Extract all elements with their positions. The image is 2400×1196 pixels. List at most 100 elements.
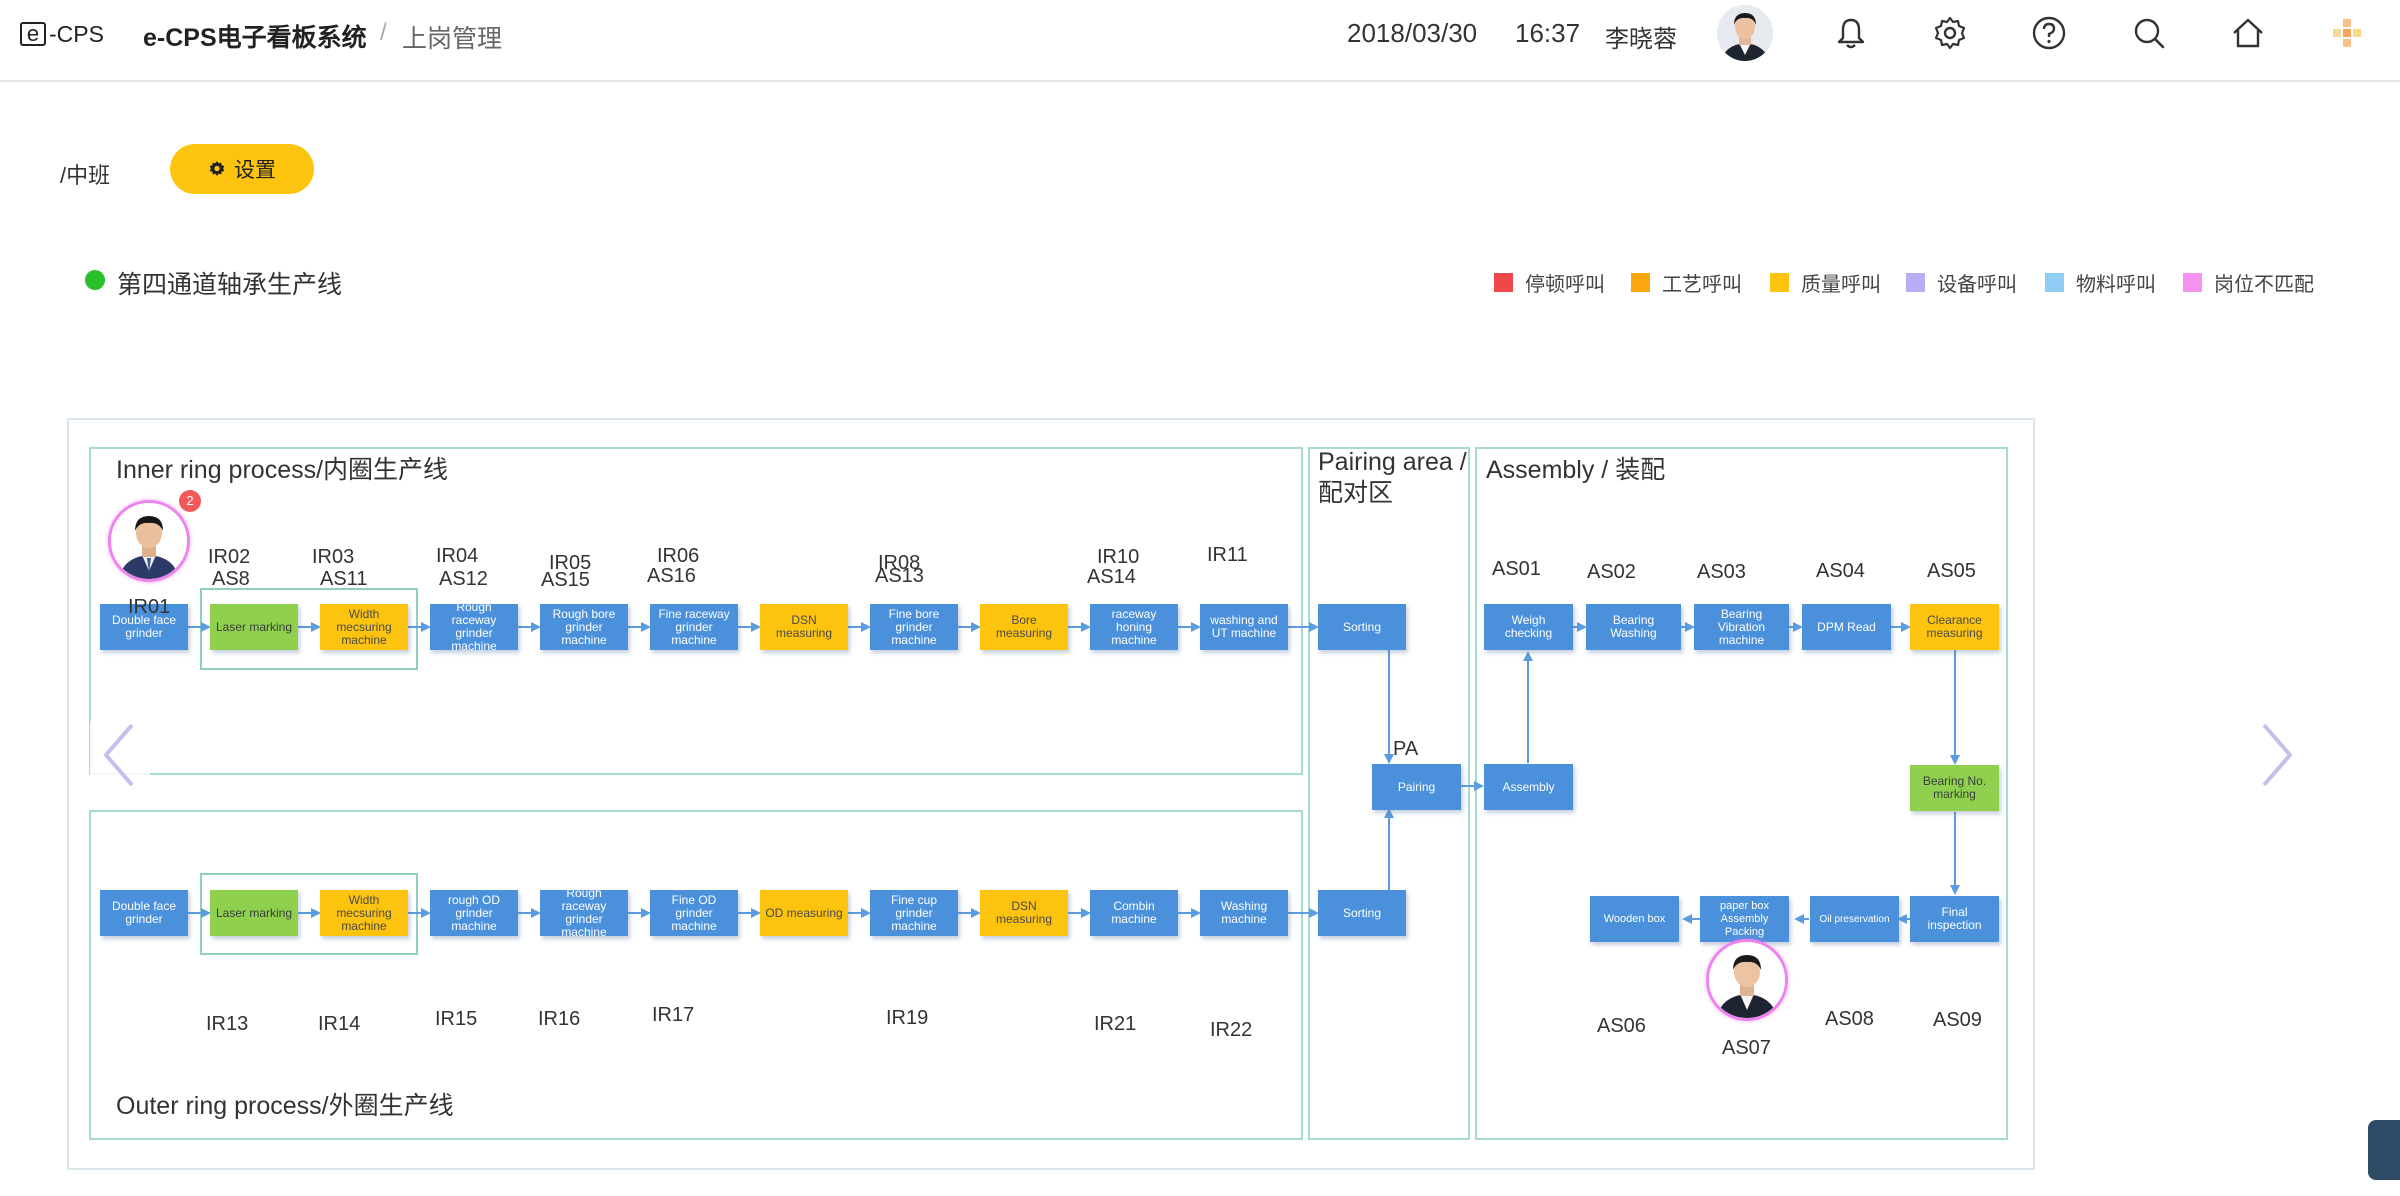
legend-item-quality-call: 质量呼叫 <box>1770 270 1881 296</box>
legend-swatch <box>1494 272 1513 292</box>
inner-rough-bore-grinder[interactable]: Rough bore grinder machine <box>540 604 628 650</box>
line-status-dot <box>85 270 105 290</box>
station-ir22: IR22 <box>1210 1019 1253 1041</box>
station-as8: AS8 <box>212 568 250 590</box>
station-ir15: IR15 <box>435 1008 478 1030</box>
station-ir14: IR14 <box>318 1013 361 1035</box>
help-icon[interactable] <box>2030 14 2068 52</box>
next-arrow-icon[interactable] <box>2246 715 2306 795</box>
home-icon[interactable] <box>2229 14 2267 52</box>
operator-avatar-inner[interactable] <box>108 500 190 582</box>
final-inspection[interactable]: Final inspection <box>1910 896 1999 942</box>
gear-icon <box>209 161 225 176</box>
clearance-measuring[interactable]: Clearance measuring <box>1910 604 1999 650</box>
station-pa: PA <box>1393 738 1419 760</box>
user-avatar[interactable] <box>1717 5 1773 61</box>
bearing-vibration-machine[interactable]: Bearing Vibration machine <box>1694 604 1789 650</box>
outer-ring-region <box>89 810 1303 1140</box>
legend-swatch <box>2045 272 2064 292</box>
pairing-title: Pairing area /配对区 <box>1318 448 1467 507</box>
outer-rough-raceway-grinder[interactable]: Rough raceway grinder machine <box>540 887 628 939</box>
person-photo-icon <box>1717 5 1773 61</box>
assembly-machine[interactable]: Assembly <box>1484 764 1573 810</box>
station-as13: AS13 <box>875 565 924 587</box>
inner-ring-title: Inner ring process/内圈生产线 <box>116 456 449 484</box>
pairing-region <box>1308 447 1470 1140</box>
dpm-read[interactable]: DPM Read <box>1802 604 1891 650</box>
legend-label: 工艺呼叫 <box>1662 273 1742 296</box>
legend-label: 设备呼叫 <box>1937 273 2017 296</box>
legend-swatch <box>1906 272 1925 292</box>
station-as16: AS16 <box>647 565 696 587</box>
shift-label: /中班 <box>60 163 111 188</box>
gear-icon[interactable] <box>1931 14 1969 52</box>
inner-rough-raceway-grinder[interactable]: Rough raceway grinder machine <box>430 601 518 653</box>
inner-washing-ut[interactable]: washing and UT machine <box>1200 604 1288 650</box>
user-name[interactable]: 李晓蓉 <box>1605 26 1677 53</box>
outer-rough-od-grinder[interactable]: rough OD grinder machine <box>430 890 518 936</box>
outer-dsn-measuring[interactable]: DSN measuring <box>980 890 1068 936</box>
station-as09: AS09 <box>1933 1009 1982 1031</box>
bearing-no-marking[interactable]: Bearing No. marking <box>1910 765 1999 811</box>
bearing-washing[interactable]: Bearing Washing <box>1586 604 1681 650</box>
pairing-machine[interactable]: Pairing <box>1372 764 1461 810</box>
app-title: e-CPS电子看板系统 <box>143 24 367 52</box>
legend-swatch <box>1631 272 1650 292</box>
outer-double-face-grinder[interactable]: Double face grinder <box>100 890 188 936</box>
outer-od-measuring[interactable]: OD measuring <box>760 890 848 936</box>
wooden-box[interactable]: Wooden box <box>1590 896 1679 942</box>
settings-button[interactable]: 设置 <box>170 144 314 194</box>
breadcrumb-separator: / <box>380 19 387 46</box>
legend-item-post-mismatch: 岗位不匹配 <box>2183 270 2314 296</box>
station-ir11: IR11 <box>1207 544 1248 566</box>
outer-fine-cup-grinder[interactable]: Fine cup grinder machine <box>870 890 958 936</box>
breadcrumb-current-page[interactable]: 上岗管理 <box>402 25 503 53</box>
inner-fine-raceway-grinder[interactable]: Fine raceway grinder machine <box>650 604 738 650</box>
app-logo[interactable]: e -CPS <box>20 18 104 50</box>
top-header: e -CPS e-CPS电子看板系统 / 上岗管理 2018/03/30 16:… <box>0 0 2400 82</box>
oil-preservation[interactable]: Oil preservation <box>1810 896 1899 942</box>
bell-icon[interactable] <box>1832 14 1870 52</box>
station-ir02: IR02 <box>208 546 251 568</box>
station-ir17: IR17 <box>652 1004 695 1026</box>
inner-raceway-honing[interactable]: raceway honing machine <box>1090 604 1178 650</box>
outer-ring-title: Outer ring process/外圈生产线 <box>116 1092 454 1120</box>
inner-bore-measuring[interactable]: Bore measuring <box>980 604 1068 650</box>
station-ir19: IR19 <box>886 1007 929 1029</box>
inner-laser-marking[interactable]: Laser marking <box>210 604 298 650</box>
station-as04: AS04 <box>1816 560 1865 582</box>
legend-label: 停顿呼叫 <box>1525 273 1605 296</box>
station-as01: AS01 <box>1492 558 1541 580</box>
station-as03: AS03 <box>1697 561 1746 583</box>
production-flow-panel <box>67 418 2035 1170</box>
inner-width-measuring[interactable]: Width mecsuring machine <box>320 604 408 650</box>
legend-swatch <box>1770 272 1789 292</box>
station-ir03: IR03 <box>312 546 355 568</box>
outer-sorting[interactable]: Sorting <box>1318 890 1406 936</box>
inner-dsn-measuring[interactable]: DSN measuring <box>760 604 848 650</box>
outer-combin-machine[interactable]: Combin machine <box>1090 890 1178 936</box>
inner-fine-bore-grinder[interactable]: Fine bore grinder machine <box>870 604 958 650</box>
side-drawer-handle[interactable] <box>2368 1120 2400 1180</box>
outer-washing-machine[interactable]: Washing machine <box>1200 890 1288 936</box>
paper-box-assembly-packing[interactable]: paper box Assembly Packing <box>1700 896 1789 942</box>
weigh-checking[interactable]: Weigh checking <box>1484 604 1573 650</box>
outer-fine-od-grinder[interactable]: Fine OD grinder machine <box>650 890 738 936</box>
inner-double-face-grinder[interactable]: Double face grinder <box>100 604 188 650</box>
outer-width-measuring[interactable]: Width mecsuring machine <box>320 890 408 936</box>
settings-button-label: 设置 <box>234 159 276 182</box>
apps-icon[interactable] <box>2328 14 2366 52</box>
legend-item-equipment-call: 设备呼叫 <box>1906 270 2017 296</box>
station-as07: AS07 <box>1722 1037 1771 1059</box>
outer-laser-marking[interactable]: Laser marking <box>210 890 298 936</box>
search-icon[interactable] <box>2130 14 2168 52</box>
station-ir01: IR01 <box>128 596 171 618</box>
station-as12: AS12 <box>439 568 488 590</box>
station-as02: AS02 <box>1587 561 1636 583</box>
station-as06: AS06 <box>1597 1015 1646 1037</box>
operator-avatar-assembly[interactable] <box>1706 939 1788 1021</box>
current-date: 2018/03/30 <box>1347 18 1478 48</box>
station-as14: AS14 <box>1087 566 1136 588</box>
inner-sorting[interactable]: Sorting <box>1318 604 1406 650</box>
previous-arrow-icon[interactable] <box>90 715 150 795</box>
